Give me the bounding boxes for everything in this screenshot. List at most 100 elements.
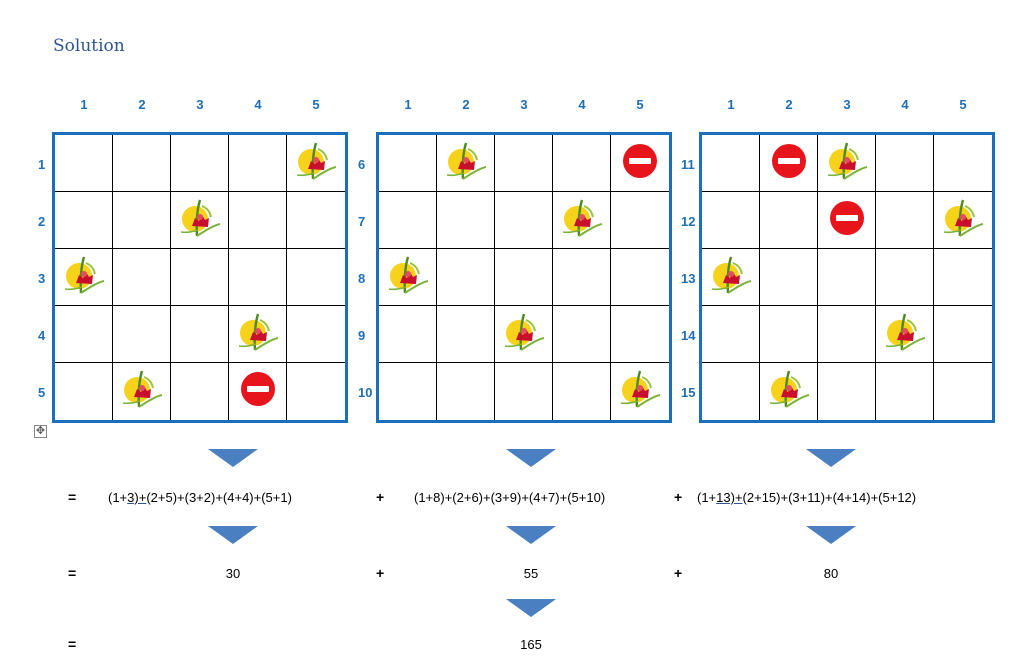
grid-cell[interactable]	[113, 192, 171, 249]
grid-cell[interactable]	[287, 249, 345, 306]
column-label: 5	[636, 97, 644, 112]
grid-cell[interactable]	[818, 192, 876, 249]
grid-cell[interactable]	[760, 192, 818, 249]
grid-cell[interactable]	[702, 363, 760, 420]
grid-cell[interactable]	[876, 306, 934, 363]
grid-cell[interactable]	[760, 135, 818, 192]
grid-cell[interactable]	[553, 306, 611, 363]
flower-icon	[236, 310, 280, 359]
grid-cell[interactable]	[553, 249, 611, 306]
grid-cell[interactable]	[229, 306, 287, 363]
grid-cell[interactable]	[113, 363, 171, 420]
grid-cell[interactable]	[818, 135, 876, 192]
grid-cell[interactable]	[113, 306, 171, 363]
grid-cell[interactable]	[876, 192, 934, 249]
grid-cell[interactable]	[287, 306, 345, 363]
grid-cell[interactable]	[379, 249, 437, 306]
flower-icon	[825, 139, 869, 188]
sum-grid-2: 55	[523, 566, 539, 581]
grid-cell[interactable]	[171, 249, 229, 306]
flower-icon	[294, 139, 338, 188]
grid-cell[interactable]	[934, 192, 992, 249]
grid-cell[interactable]	[379, 192, 437, 249]
grid-cell[interactable]	[876, 249, 934, 306]
flower-icon	[386, 253, 430, 302]
equals-sign: =	[68, 636, 77, 652]
grid-cell[interactable]	[55, 135, 113, 192]
grid-cell[interactable]	[702, 135, 760, 192]
equals-sign: =	[68, 565, 77, 581]
row-label: 7	[358, 214, 366, 229]
grid-cell[interactable]	[611, 192, 669, 249]
grid-cell[interactable]	[934, 249, 992, 306]
grid-cell[interactable]	[229, 363, 287, 420]
grid-cell[interactable]	[495, 135, 553, 192]
row-label: 6	[358, 157, 366, 172]
grid-cell[interactable]	[171, 192, 229, 249]
grid-cell[interactable]	[437, 249, 495, 306]
grid-cell[interactable]	[818, 363, 876, 420]
grid-cell[interactable]	[55, 306, 113, 363]
plus-sign: +	[674, 565, 683, 581]
grid-cell[interactable]	[760, 306, 818, 363]
grid-cell[interactable]	[55, 249, 113, 306]
grid-cell[interactable]	[171, 135, 229, 192]
grid-cell[interactable]	[437, 135, 495, 192]
grid-cell[interactable]	[760, 363, 818, 420]
grid-cell[interactable]	[553, 192, 611, 249]
expression-part-underlined: 13)+	[716, 490, 743, 505]
grid-cell[interactable]	[553, 135, 611, 192]
grid-cell[interactable]	[171, 306, 229, 363]
grid-cell[interactable]	[113, 135, 171, 192]
grid-cell[interactable]	[876, 363, 934, 420]
grid-cell[interactable]	[437, 192, 495, 249]
grid-cell[interactable]	[55, 363, 113, 420]
grid-cell[interactable]	[702, 192, 760, 249]
expression-part: (1+	[108, 490, 128, 505]
grid-cell[interactable]	[437, 363, 495, 420]
grid-cell[interactable]	[495, 249, 553, 306]
expression-part: (2+5)+(3+2)+(4+4)+(5+1)	[146, 490, 292, 505]
grid-cell[interactable]	[287, 363, 345, 420]
grid-cell[interactable]	[437, 306, 495, 363]
grid-cell[interactable]	[934, 363, 992, 420]
row-label: 3	[38, 271, 46, 286]
grid-cell[interactable]	[553, 363, 611, 420]
row-label: 1	[38, 157, 46, 172]
grid-cell[interactable]	[113, 249, 171, 306]
grid-cell[interactable]	[876, 135, 934, 192]
grid-cell[interactable]	[55, 192, 113, 249]
grid-cell[interactable]	[611, 363, 669, 420]
row-label: 9	[358, 328, 366, 343]
grid-cell[interactable]	[495, 363, 553, 420]
grid-cell[interactable]	[760, 249, 818, 306]
grid-cell[interactable]	[495, 306, 553, 363]
column-label: 3	[843, 97, 851, 112]
grid-cell[interactable]	[229, 135, 287, 192]
flower-icon	[444, 139, 488, 188]
grid-cell[interactable]	[818, 306, 876, 363]
grid-cell[interactable]	[379, 306, 437, 363]
column-label: 3	[520, 97, 528, 112]
grid-cell[interactable]	[287, 135, 345, 192]
grid-cell[interactable]	[611, 306, 669, 363]
grid-cell[interactable]	[702, 249, 760, 306]
grid-cell[interactable]	[818, 249, 876, 306]
column-label: 5	[312, 97, 320, 112]
grid-cell[interactable]	[934, 306, 992, 363]
grid-cell[interactable]	[171, 363, 229, 420]
grid-cell[interactable]	[934, 135, 992, 192]
grid-cell[interactable]	[495, 192, 553, 249]
row-label: 5	[38, 385, 46, 400]
grid-cell[interactable]	[229, 249, 287, 306]
grid-cell[interactable]	[611, 135, 669, 192]
grid-cell[interactable]	[379, 135, 437, 192]
grid-cell[interactable]	[229, 192, 287, 249]
grid-cell[interactable]	[287, 192, 345, 249]
grid-cell[interactable]	[379, 363, 437, 420]
row-label: 11	[681, 157, 695, 172]
grid-cell[interactable]	[611, 249, 669, 306]
grid-cell[interactable]	[702, 306, 760, 363]
table-move-icon[interactable]: ✥	[34, 425, 47, 438]
row-label: 14	[681, 328, 696, 343]
